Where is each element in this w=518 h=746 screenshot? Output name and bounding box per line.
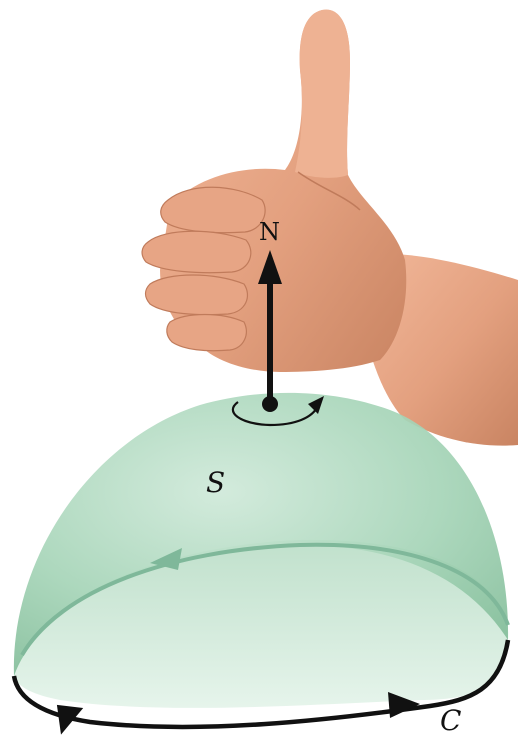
right-hand-illustration [142, 10, 518, 446]
finger-2 [142, 231, 251, 272]
label-n: N [259, 218, 280, 246]
finger-4 [167, 315, 247, 351]
surface-s [14, 393, 508, 708]
thumb [295, 10, 350, 178]
normal-base-point [262, 396, 278, 412]
label-c: C [440, 704, 461, 737]
label-s: S [206, 466, 225, 499]
finger-3 [146, 275, 248, 315]
finger-1 [161, 187, 265, 232]
